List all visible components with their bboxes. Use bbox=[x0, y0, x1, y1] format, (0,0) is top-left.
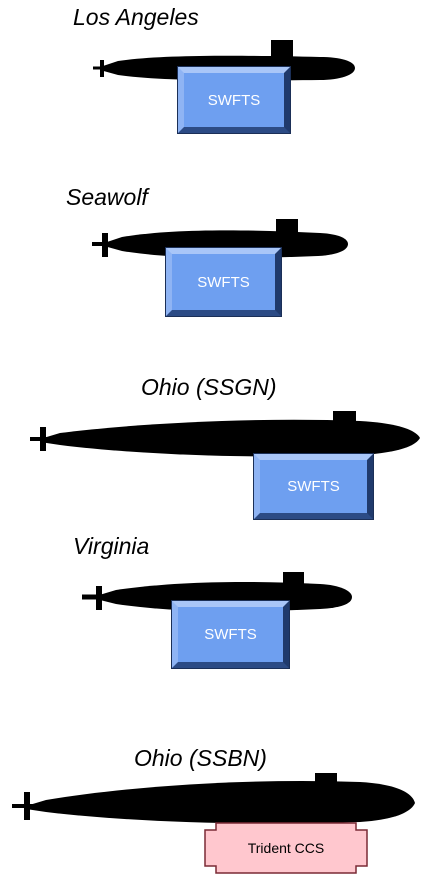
trident-ccs-label: Trident CCS bbox=[247, 840, 325, 856]
trident-ccs-label-wrap: Trident CCS bbox=[204, 822, 368, 874]
swfts-label: SWFTS bbox=[207, 91, 261, 109]
class-title-ohio-ssbn: Ohio (SSBN) bbox=[134, 745, 267, 771]
submarine-ohio-ssgn-icon bbox=[30, 411, 420, 457]
class-title-virginia: Virginia bbox=[73, 533, 150, 559]
swfts-box-virginia: SWFTS bbox=[171, 600, 290, 669]
class-title-ohio-ssgn: Ohio (SSGN) bbox=[141, 374, 277, 400]
class-title-seawolf: Seawolf bbox=[66, 184, 148, 210]
swfts-label: SWFTS bbox=[197, 273, 250, 291]
swfts-box-seawolf: SWFTS bbox=[165, 247, 282, 317]
swfts-label: SWFTS bbox=[287, 478, 340, 495]
swfts-box-ohio-ssgn: SWFTS bbox=[253, 453, 374, 520]
submarine-ohio-ssbn-icon bbox=[12, 773, 415, 824]
submarine-seawolf-icon bbox=[92, 219, 348, 258]
swfts-box-los-angeles: SWFTS bbox=[177, 66, 291, 134]
swfts-label: SWFTS bbox=[204, 626, 257, 643]
class-title-los-angeles: Los Angeles bbox=[73, 4, 199, 30]
trident-ccs-box bbox=[204, 822, 368, 874]
